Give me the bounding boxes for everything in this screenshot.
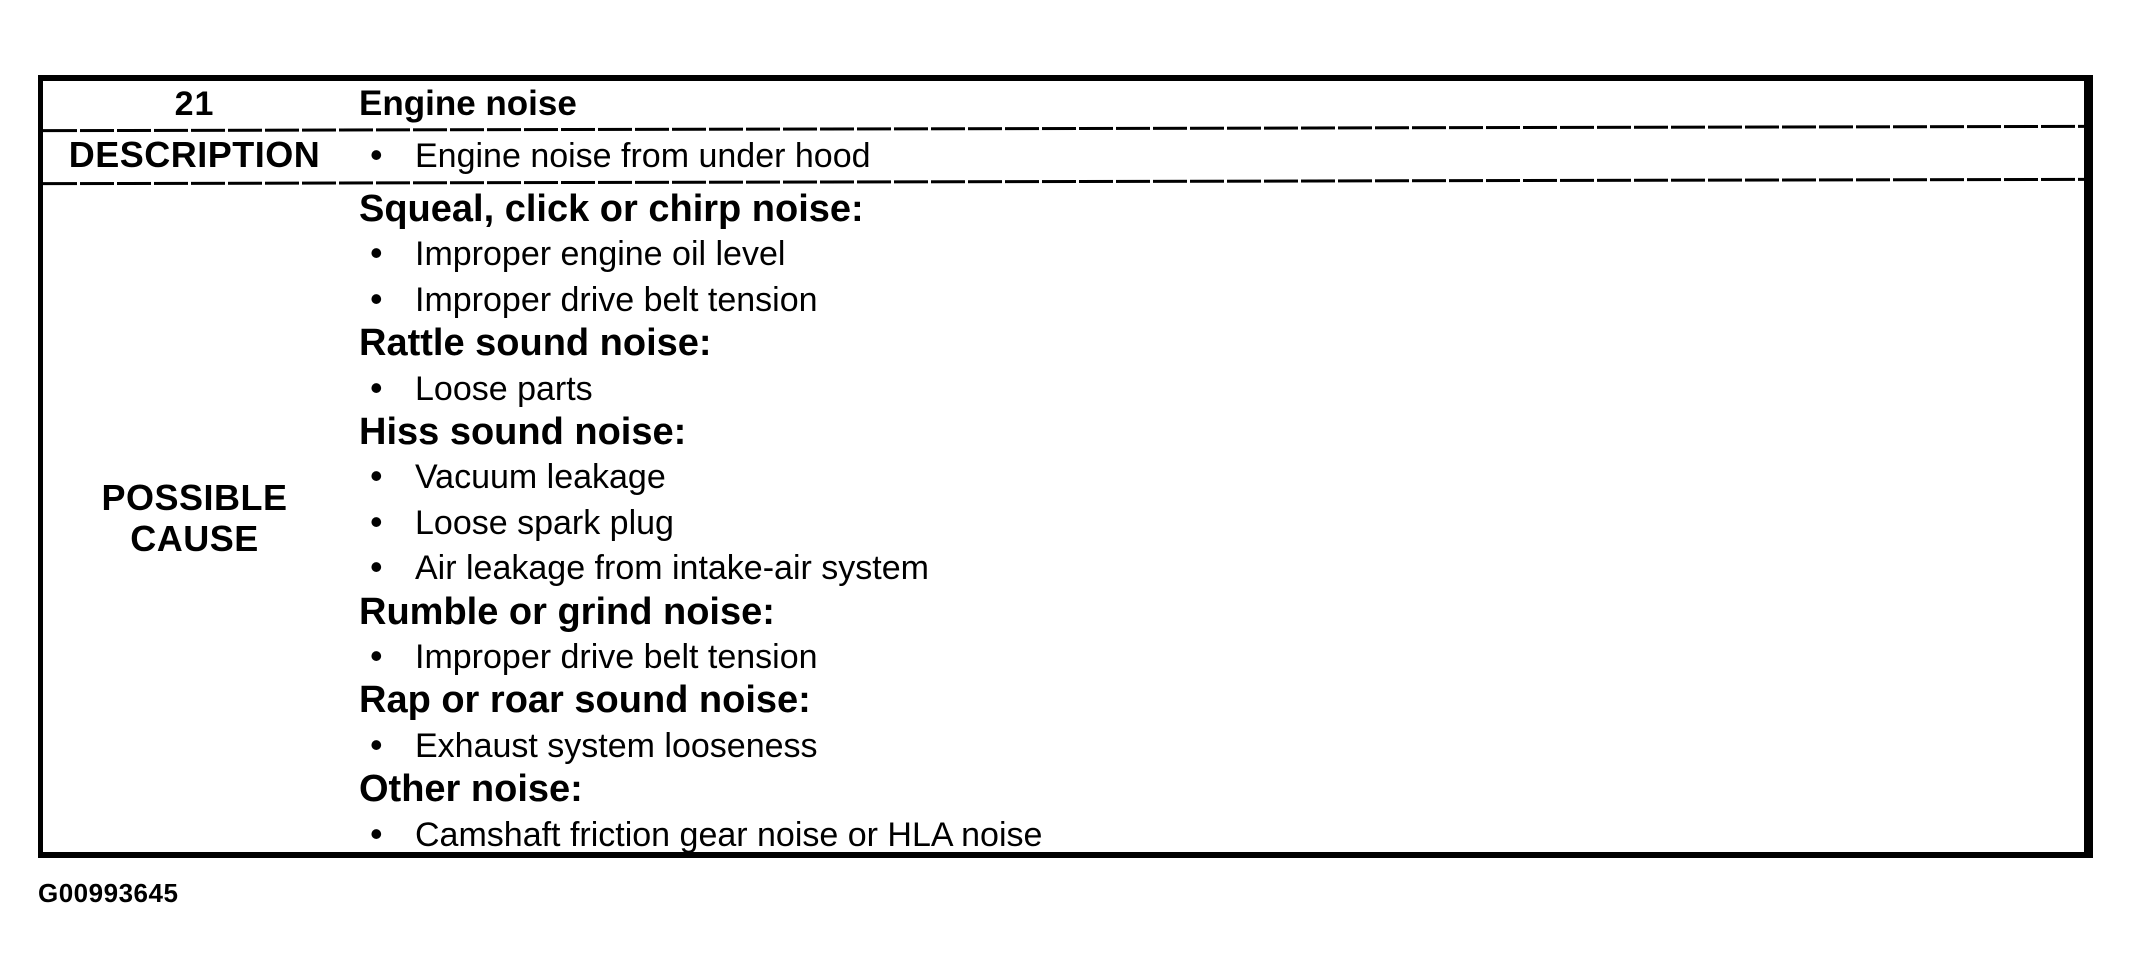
list-item-text: Vacuum leakage bbox=[415, 458, 666, 497]
list-item-text: Exhaust system looseness bbox=[415, 726, 818, 765]
list-item: • Improper drive belt tension bbox=[350, 634, 2084, 679]
list-item-text: Improper drive belt tension bbox=[415, 280, 818, 319]
description-content-cell: • Engine noise from under hood bbox=[350, 130, 2084, 180]
table-row-header: 21 Engine noise bbox=[43, 81, 2084, 127]
table-row-description: DESCRIPTION • Engine noise from under hoo… bbox=[43, 130, 2084, 180]
bullet-icon: • bbox=[370, 134, 383, 175]
cause-section-heading: Squeal, click or chirp noise: bbox=[359, 188, 864, 230]
list-item-text: Camshaft friction gear noise or HLA nois… bbox=[415, 815, 1043, 854]
bullet-icon: • bbox=[370, 500, 383, 542]
possible-cause-list: Squeal, click or chirp noise: • Improper … bbox=[350, 183, 2084, 857]
bullet-icon: • bbox=[370, 232, 383, 274]
item-title: Engine noise bbox=[359, 84, 577, 123]
item-title-cell: Engine noise bbox=[350, 81, 2084, 127]
list-item-text: Air leakage from intake-air system bbox=[415, 549, 929, 588]
table-inner: 21 Engine noise DESCRIPTION • Engine nois… bbox=[42, 81, 2085, 854]
list-item: • Improper drive belt tension bbox=[350, 277, 2084, 322]
possible-cause-label-line1: POSSIBLE bbox=[101, 476, 288, 518]
cause-section-heading: Other noise: bbox=[359, 768, 583, 811]
item-number-cell: 21 bbox=[43, 81, 346, 127]
list-item-text: Improper drive belt tension bbox=[415, 638, 818, 677]
troubleshooting-table: 21 Engine noise DESCRIPTION • Engine nois… bbox=[38, 75, 2093, 858]
list-item-text: Loose parts bbox=[415, 369, 593, 408]
description-label-cell: DESCRIPTION bbox=[43, 130, 346, 180]
cause-section-heading: Rap or roar sound noise: bbox=[359, 679, 811, 722]
list-item: • Vacuum leakage bbox=[350, 454, 2084, 499]
possible-cause-label-cell: POSSIBLE CAUSE bbox=[43, 183, 346, 852]
bullet-icon: • bbox=[370, 277, 383, 319]
list-item: • Loose parts bbox=[350, 366, 2084, 411]
list-item: • Loose spark plug bbox=[350, 500, 2084, 545]
bullet-icon: • bbox=[370, 366, 383, 408]
list-item: • Improper engine oil level bbox=[350, 231, 2084, 276]
bullet-icon: • bbox=[370, 455, 383, 497]
bullet-icon: • bbox=[370, 635, 383, 677]
list-item-text: Loose spark plug bbox=[415, 503, 674, 542]
figure-id-label: G00993645 bbox=[38, 878, 179, 908]
bullet-icon: • bbox=[370, 812, 383, 854]
cause-section-heading: Rattle sound noise: bbox=[359, 322, 712, 365]
table-row-possible-cause: POSSIBLE CAUSE Squeal, click or chirp no… bbox=[43, 183, 2084, 854]
cause-section-heading: Hiss sound noise: bbox=[359, 411, 687, 454]
possible-cause-label-line2: CAUSE bbox=[130, 517, 259, 559]
possible-cause-label: POSSIBLE CAUSE bbox=[43, 183, 346, 852]
cause-section-heading: Rumble or grind noise: bbox=[359, 590, 775, 633]
bullet-icon: • bbox=[370, 546, 383, 588]
item-number: 21 bbox=[174, 85, 215, 123]
list-item: • Exhaust system looseness bbox=[350, 723, 2084, 768]
possible-cause-content-cell: Squeal, click or chirp noise: • Improper … bbox=[350, 183, 2084, 854]
list-item: • Camshaft friction gear noise or HLA noi… bbox=[350, 812, 2084, 857]
list-item: • Air leakage from intake-air system bbox=[350, 545, 2084, 590]
list-item-text: Improper engine oil level bbox=[415, 235, 786, 274]
list-item: • Engine noise from under hood bbox=[350, 130, 2084, 181]
list-item-text: Engine noise from under hood bbox=[415, 137, 871, 175]
description-label: DESCRIPTION bbox=[68, 134, 321, 175]
bullet-icon: • bbox=[370, 723, 383, 765]
